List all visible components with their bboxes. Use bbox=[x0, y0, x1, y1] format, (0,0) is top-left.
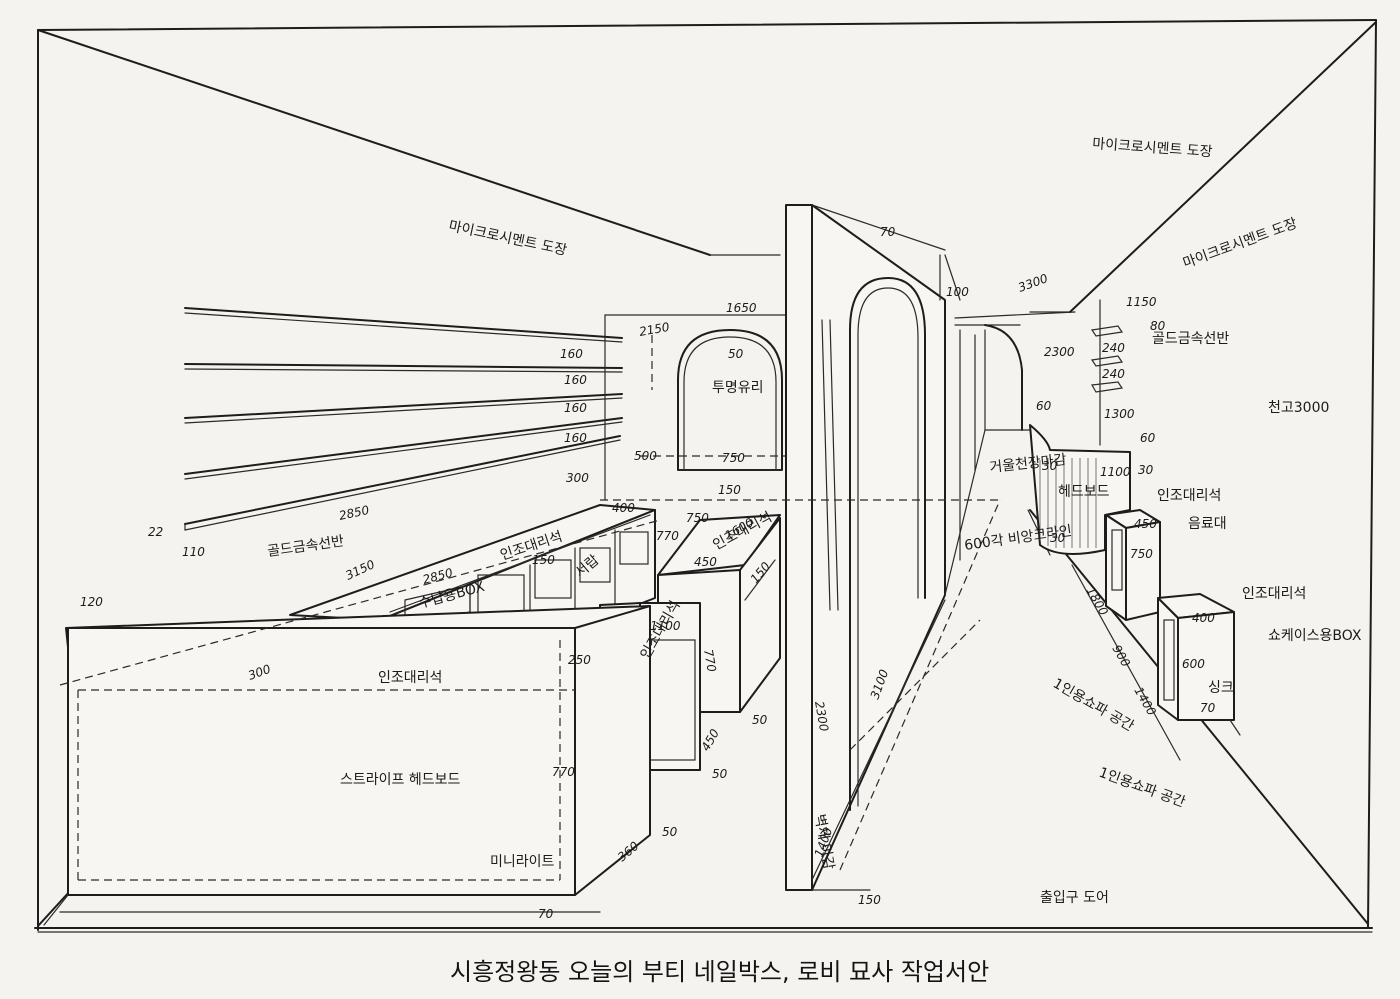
front-headboard bbox=[43, 605, 651, 926]
dim-600: 600 bbox=[1182, 657, 1205, 671]
dim-60b: 60 bbox=[1140, 431, 1156, 445]
dim-3300: 3300 bbox=[1016, 271, 1050, 295]
dim-750b: 750 bbox=[686, 511, 709, 525]
label-marble-6: 인조대리석 bbox=[1242, 586, 1306, 602]
dim-450b: 450 bbox=[698, 726, 722, 753]
label-headboard-right: 헤드보드 bbox=[1058, 484, 1110, 500]
dim-70a: 70 bbox=[538, 907, 554, 921]
dim-30b: 30 bbox=[1138, 463, 1154, 477]
dim-1400b: 1400 bbox=[1131, 685, 1159, 719]
dim-160d: 160 bbox=[564, 431, 587, 445]
drink-stand bbox=[1105, 509, 1161, 621]
partition-wall bbox=[785, 204, 961, 891]
dim-450a: 450 bbox=[694, 555, 717, 569]
dim-750c: 750 bbox=[1130, 547, 1153, 561]
dim-70c: 70 bbox=[1200, 701, 1216, 715]
label-shelf-left: 골드금속선반 bbox=[266, 533, 345, 560]
label-micro-right-top: 마이크로시멘트 도장 bbox=[1092, 136, 1213, 160]
dim-150c: 150 bbox=[532, 553, 555, 567]
dim-240b: 240 bbox=[1102, 367, 1125, 381]
display-box bbox=[1157, 593, 1235, 721]
dim-2300a: 2300 bbox=[812, 700, 831, 733]
dim-1100b: 1100 bbox=[1100, 465, 1131, 479]
label-shelf-right: 골드금속선반 bbox=[1152, 331, 1229, 347]
dim-1100: 1100 bbox=[650, 619, 681, 633]
dim-750: 750 bbox=[722, 451, 745, 465]
dim-50c: 50 bbox=[712, 767, 728, 781]
label-sink: 싱크 bbox=[1208, 680, 1234, 696]
dim-160a: 160 bbox=[560, 347, 583, 361]
label-mini-light: 미니라이트 bbox=[490, 854, 555, 870]
dim-80: 80 bbox=[1150, 319, 1166, 333]
dim-100: 100 bbox=[946, 285, 969, 299]
dim-120: 120 bbox=[80, 595, 103, 609]
dim-50b: 50 bbox=[752, 713, 768, 727]
dim-400a: 400 bbox=[612, 501, 635, 515]
dim-50a: 50 bbox=[728, 347, 744, 361]
label-one-person-2: 1인용쇼파 공간 bbox=[1097, 765, 1188, 811]
label-ceiling-height: 천고3000 bbox=[1268, 400, 1329, 416]
label-marble-5: 인조대리석 bbox=[378, 670, 442, 686]
dim-2850a: 2850 bbox=[338, 503, 371, 523]
dim-240a: 240 bbox=[1102, 341, 1125, 355]
dim-3150: 3150 bbox=[343, 557, 377, 583]
dim-300: 300 bbox=[566, 471, 589, 485]
dim-150d: 150 bbox=[858, 893, 881, 907]
dim-2150: 2150 bbox=[638, 320, 671, 339]
dim-160b: 160 bbox=[564, 373, 587, 387]
dim-450c: 450 bbox=[1134, 517, 1157, 531]
back-wall-window bbox=[604, 314, 790, 501]
label-marble-1: 인조대리석 bbox=[1157, 488, 1221, 504]
label-front-headboard: 스트라이프 헤드보드 bbox=[340, 772, 460, 788]
dim-60a: 60 bbox=[1036, 399, 1052, 413]
dim-70b: 70 bbox=[880, 225, 896, 239]
label-display-box: 쇼케이스용BOX bbox=[1268, 628, 1362, 644]
label-micro-left: 마이크로시멘트 도장 bbox=[447, 218, 568, 259]
dim-50d: 50 bbox=[662, 825, 678, 839]
dim-770a: 770 bbox=[656, 529, 679, 543]
dim-2300b: 2300 bbox=[1044, 345, 1075, 359]
dim-150a: 150 bbox=[718, 483, 741, 497]
sketch-title: 시흥정왕동 오늘의 부티 네일박스, 로비 묘사 작업서안 bbox=[450, 958, 989, 986]
dim-770c: 770 bbox=[552, 765, 575, 779]
dim-770b: 770 bbox=[701, 648, 719, 673]
dim-900: 900 bbox=[1109, 643, 1133, 670]
dim-1650: 1650 bbox=[726, 301, 757, 315]
dim-250: 250 bbox=[568, 653, 591, 667]
dim-30a: 30 bbox=[1042, 459, 1058, 473]
gold-shelves bbox=[184, 307, 623, 531]
dim-110: 110 bbox=[182, 545, 205, 559]
floor-lines bbox=[59, 499, 1241, 891]
dim-22: 22 bbox=[148, 525, 163, 539]
dim-1150: 1150 bbox=[1126, 295, 1157, 309]
label-micro-right: 마이크로시멘트 도장 bbox=[1181, 216, 1300, 272]
dim-1300: 1300 bbox=[1104, 407, 1135, 421]
dim-500: 500 bbox=[634, 449, 657, 463]
label-glass: 투명유리 bbox=[712, 380, 764, 396]
dim-160c: 160 bbox=[564, 401, 587, 415]
label-one-person-1: 1인용쇼파 공간 bbox=[1050, 676, 1137, 735]
dim-400b: 400 bbox=[1192, 611, 1215, 625]
label-entrance: 출입구 도어 bbox=[1040, 890, 1109, 906]
dim-30c: 30 bbox=[1050, 531, 1066, 545]
label-stand: 음료대 bbox=[1188, 516, 1227, 532]
